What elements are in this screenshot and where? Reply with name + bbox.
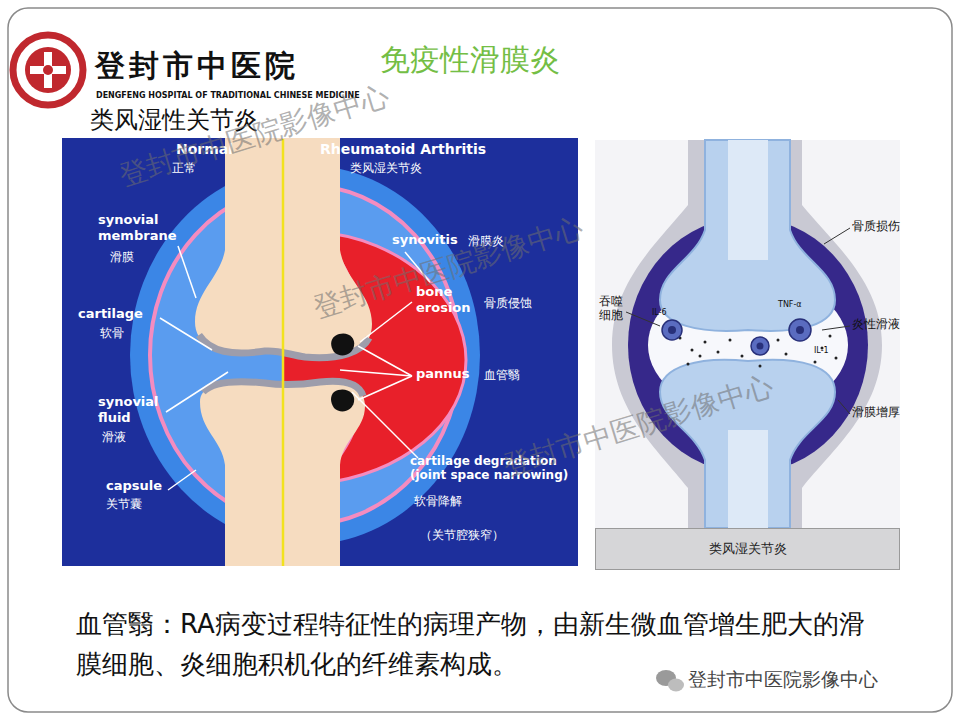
part-label: 软骨 [100, 326, 124, 340]
panel-heading: 类风湿关节炎 [350, 161, 422, 175]
part-label: capsule [106, 478, 162, 494]
slide-border [8, 8, 952, 712]
wechat-icon [656, 670, 684, 692]
part-label: 关节囊 [106, 497, 142, 511]
part-label: 滑膜 [110, 250, 134, 264]
part-label: pannus [416, 366, 470, 382]
part-label: 炎性滑液 [852, 318, 900, 332]
ra-joint-cytokine-illustration [595, 140, 900, 570]
hospital-name: 登封市中医院 [95, 48, 299, 84]
slide-title: 免疫性滑膜炎 [380, 42, 560, 78]
part-label: 血管翳 [484, 368, 520, 382]
part-label: （关节腔狭窄） [420, 528, 504, 542]
hospital-logo [13, 35, 83, 105]
title-band: 类风湿关节炎 [595, 528, 900, 570]
caption-text: 血管翳：RA病变过程特征性的病理产物，由新生微血管增生肥大的滑膜细胞、炎细胞积机… [76, 604, 876, 684]
part-label: 骨质损伤 [852, 220, 900, 234]
cytokine-label: IL-6 [652, 308, 667, 318]
cytokine-label: IL-1 [814, 346, 829, 356]
part-label: synovitis [392, 232, 458, 248]
part-label: 软骨降解 [414, 494, 462, 508]
part-label: synovial membrane [98, 212, 182, 243]
band-text: 类风湿关节炎 [709, 540, 787, 558]
watermark: 登封市中医院影像中心 [688, 668, 878, 691]
part-label: 滑膜增厚 [852, 406, 900, 420]
panel-heading: Rheumatoid Arthritis [320, 141, 486, 158]
part-label: synovial fluid [98, 394, 168, 425]
part-label: 滑液 [102, 430, 126, 444]
part-label: 吞噬细胞 [599, 294, 625, 323]
cytokine-label: TNF-α [778, 300, 802, 310]
part-label: cartilage [78, 306, 143, 322]
part-label: 骨质侵蚀 [484, 296, 532, 310]
ra-joint-illustration [62, 138, 578, 566]
